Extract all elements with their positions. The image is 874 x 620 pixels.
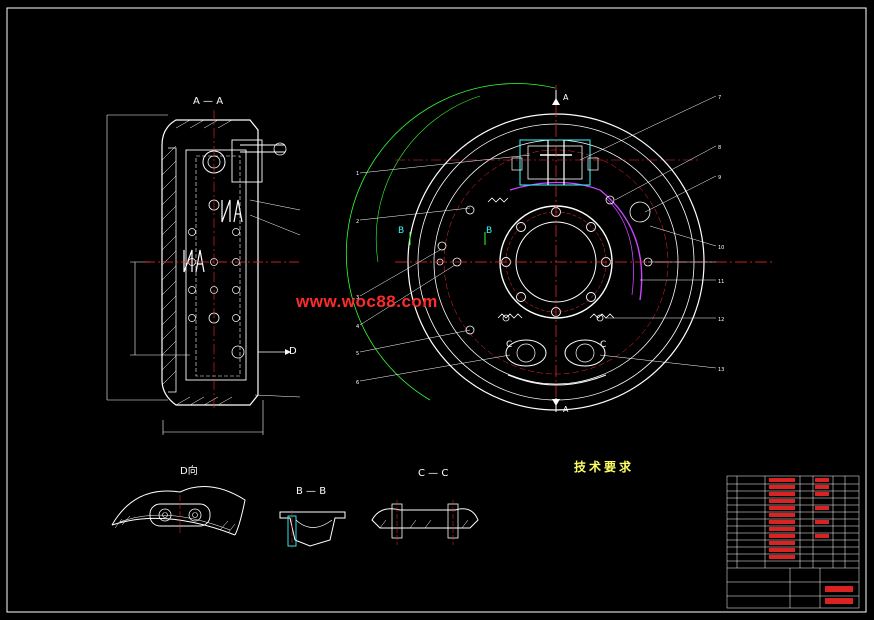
part-number: 11 [718, 279, 725, 285]
part-number: 12 [718, 317, 725, 323]
section-aa-title: A — A [193, 96, 224, 107]
part-number: 1 [356, 171, 360, 177]
cut-label-a-top: A [563, 93, 569, 102]
part-number: 3 [356, 295, 360, 301]
part-number: 5 [356, 351, 360, 357]
cut-label-a-bottom: A [563, 405, 569, 414]
d-view [111, 486, 246, 536]
cut-label-b-left: B [398, 226, 405, 236]
section-bb-title: B — B [296, 486, 327, 497]
tech-requirements-title: 技术要求 [574, 460, 635, 474]
section-cc [371, 500, 479, 545]
part-number: 2 [356, 219, 360, 225]
section-aa [106, 110, 301, 435]
section-cc-title: C — C [418, 468, 449, 479]
main-front-view [345, 83, 775, 412]
part-number: 8 [718, 145, 722, 151]
part-number: 6 [356, 380, 360, 386]
cut-label-b-right: B [486, 226, 493, 236]
cut-label-c-left: C [506, 340, 513, 350]
section-bb [279, 510, 346, 548]
part-number: 9 [718, 175, 722, 181]
title-block-red-cells [769, 478, 853, 604]
view-arrow-d: D [289, 346, 297, 357]
part-number: 4 [356, 324, 360, 330]
part-number: 7 [718, 95, 722, 101]
drawing-border [6, 7, 867, 613]
part-number: 10 [718, 245, 725, 251]
title-block [726, 475, 860, 609]
part-number: 13 [718, 367, 725, 373]
watermark-text: www.woc88.com [296, 292, 438, 311]
cut-label-c-right: C [600, 340, 607, 350]
d-view-title: D向 [180, 466, 198, 477]
